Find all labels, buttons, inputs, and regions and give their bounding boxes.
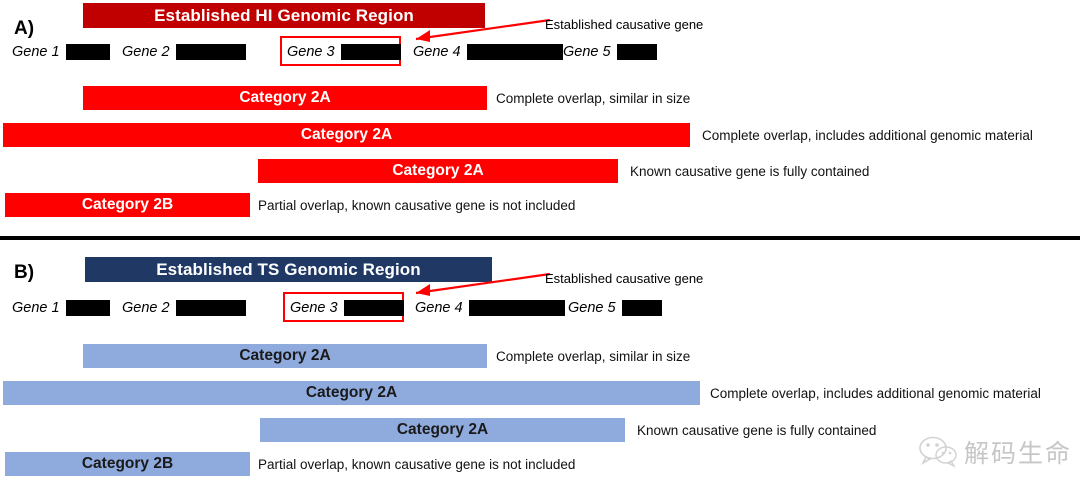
panel-a-category-row-1: Category 2A Complete overlap, similar in… [0,86,1080,112]
panel-b-category-desc-4: Partial overlap, known causative gene is… [258,456,576,472]
panel-b-gene-block-2 [175,300,246,316]
panel-b-category-row-2: Category 2A Complete overlap, includes a… [0,381,1080,407]
panel-b-gene-block-5 [621,300,662,316]
panel-a-category-desc-3: Known causative gene is fully contained [630,163,870,179]
panel-b-category-label-2: Category 2A [305,384,398,401]
panel-a-gene-block-2 [175,44,246,60]
panel-divider [0,236,1080,240]
panel-a-category-bar-1: Category 2A [83,86,487,110]
panel-b-category-label-3: Category 2A [396,421,489,438]
panel-b-gene-block-1 [65,300,110,316]
panel-a-callout-arrow-icon [415,18,551,42]
panel-b-gene-label-4: Gene 4 [415,300,463,316]
panel-b-category-row-3: Category 2A Known causative gene is full… [0,418,1080,444]
panel-a-gene-block-1 [65,44,110,60]
panel-a-category-desc-1: Complete overlap, similar in size [496,90,691,106]
panel-a-gene-label-3: Gene 3 [287,44,335,60]
panel-a-category-label-3: Category 2A [392,162,484,179]
panel-a-category-row-3: Category 2A Known causative gene is full… [0,159,1080,185]
panel-b-category-desc-2: Complete overlap, includes additional ge… [710,385,1041,401]
panel-a-category-label-2: Category 2A [300,126,393,143]
panel-b-gene-item-1: Gene 1 [12,297,110,319]
panel-b-gene-item-3: Gene 3 [290,297,404,319]
panel-a-gene-label-1: Gene 1 [12,44,60,60]
panel-a-gene-block-4 [466,44,563,60]
panel-a-gene-track: Gene 1 Gene 2 Gene 3 Gene 4 Gene 5 [0,36,1080,67]
panel-b-gene-block-4 [468,300,565,316]
panel-b-category-label-1: Category 2A [239,347,331,364]
panel-a-category-desc-4: Partial overlap, known causative gene is… [258,197,576,213]
panel-a-category-label-1: Category 2A [239,89,331,106]
panel-b-category-bar-3: Category 2A [260,418,625,442]
panel-b-gene-label-1: Gene 1 [12,300,60,316]
panel-a-gene-label-2: Gene 2 [122,44,170,60]
panel-a-gene-item-3: Gene 3 [287,41,401,63]
panel-b-gene-label-5: Gene 5 [568,300,616,316]
panel-a-category-bar-3: Category 2A [258,159,618,183]
panel-b-category-bar-1: Category 2A [83,344,487,368]
panel-b-gene-label-3: Gene 3 [290,300,338,316]
panel-b-category-label-4: Category 2B [81,455,174,472]
panel-b-gene-item-5: Gene 5 [568,297,662,319]
panel-a-category-desc-2: Complete overlap, includes additional ge… [702,127,1033,143]
panel-b: B) Established TS Genomic Region Establi… [0,244,1080,484]
panel-b-letter: B) [14,262,35,283]
panel-a: A) Established HI Genomic Region Establi… [0,0,1080,232]
panel-a-gene-item-2: Gene 2 [122,41,246,63]
panel-a-category-bar-4: Category 2B [5,193,250,217]
panel-a-region-header-label: Established HI Genomic Region [154,5,414,25]
panel-a-category-label-4: Category 2B [81,196,174,213]
panel-a-gene-label-5: Gene 5 [563,44,611,60]
panel-a-gene-item-1: Gene 1 [12,41,110,63]
panel-b-category-row-1: Category 2A Complete overlap, similar in… [0,344,1080,370]
panel-b-category-row-4: Category 2B Partial overlap, known causa… [0,452,1080,478]
panel-b-callout-arrow-icon [415,272,551,296]
panel-b-category-desc-3: Known causative gene is fully contained [637,422,877,438]
panel-b-region-header: Established TS Genomic Region [85,257,492,282]
panel-a-gene-item-5: Gene 5 [563,41,657,63]
panel-a-category-row-4: Category 2B Partial overlap, known causa… [0,193,1080,219]
panel-b-category-bar-2: Category 2A [3,381,700,405]
panel-a-region-header: Established HI Genomic Region [83,3,485,28]
panel-a-gene-block-5 [616,44,657,60]
panel-b-gene-label-2: Gene 2 [122,300,170,316]
panel-b-gene-track: Gene 1 Gene 2 Gene 3 Gene 4 Gene 5 [0,292,1080,323]
panel-b-gene-item-4: Gene 4 [415,297,565,319]
panel-a-letter: A) [14,18,35,39]
panel-b-category-desc-1: Complete overlap, similar in size [496,348,691,364]
panel-a-gene-block-3 [340,44,401,60]
panel-a-gene-item-4: Gene 4 [413,41,563,63]
panel-a-gene-label-4: Gene 4 [413,44,461,60]
panel-b-region-header-label: Established TS Genomic Region [156,259,421,279]
panel-a-category-bar-2: Category 2A [3,123,690,147]
panel-b-category-bar-4: Category 2B [5,452,250,476]
panel-a-category-row-2: Category 2A Complete overlap, includes a… [0,123,1080,149]
panel-b-gene-item-2: Gene 2 [122,297,246,319]
panel-b-gene-block-3 [343,300,404,316]
panel-a-callout-label: Established causative gene [545,17,704,32]
panel-b-callout-label: Established causative gene [545,271,704,286]
